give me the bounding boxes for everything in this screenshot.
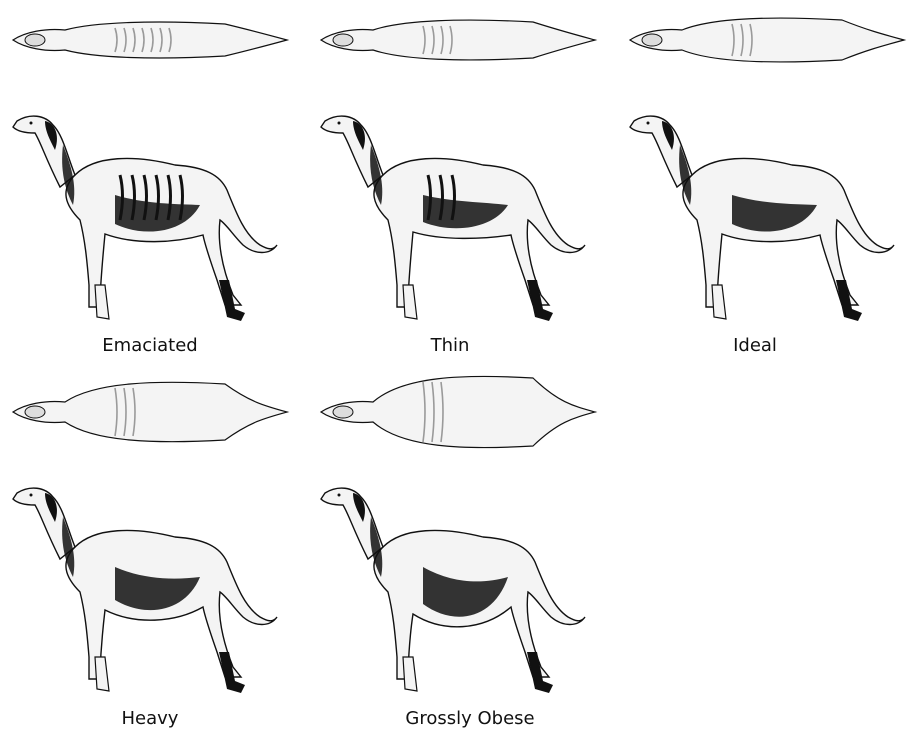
thin-dog-icon bbox=[313, 0, 603, 330]
ideal-dog-icon bbox=[622, 0, 911, 330]
side-view-icon bbox=[321, 116, 585, 321]
panel-label: Heavy bbox=[5, 708, 295, 729]
panel-label: Ideal bbox=[610, 335, 900, 356]
panel-ideal bbox=[622, 0, 911, 360]
panel-label: Grossly Obese bbox=[325, 708, 615, 729]
grossly-obese-dog-icon bbox=[313, 372, 603, 702]
side-view-icon bbox=[13, 488, 277, 693]
top-view-icon bbox=[13, 382, 287, 441]
emaciated-dog-icon bbox=[5, 0, 295, 330]
panel-label: Emaciated bbox=[5, 335, 295, 356]
panel-label: Thin bbox=[305, 335, 595, 356]
side-view-icon bbox=[13, 116, 277, 321]
panel-heavy bbox=[5, 372, 295, 732]
top-view-icon bbox=[13, 22, 287, 58]
side-view-icon bbox=[630, 116, 894, 321]
top-view-icon bbox=[321, 20, 595, 60]
heavy-dog-icon bbox=[5, 372, 295, 702]
top-view-icon bbox=[630, 18, 904, 62]
side-view-icon bbox=[321, 488, 585, 693]
panel-thin bbox=[313, 0, 603, 360]
top-view-icon bbox=[321, 376, 595, 447]
panel-emaciated bbox=[5, 0, 295, 360]
panel-grossly-obese bbox=[313, 372, 603, 732]
